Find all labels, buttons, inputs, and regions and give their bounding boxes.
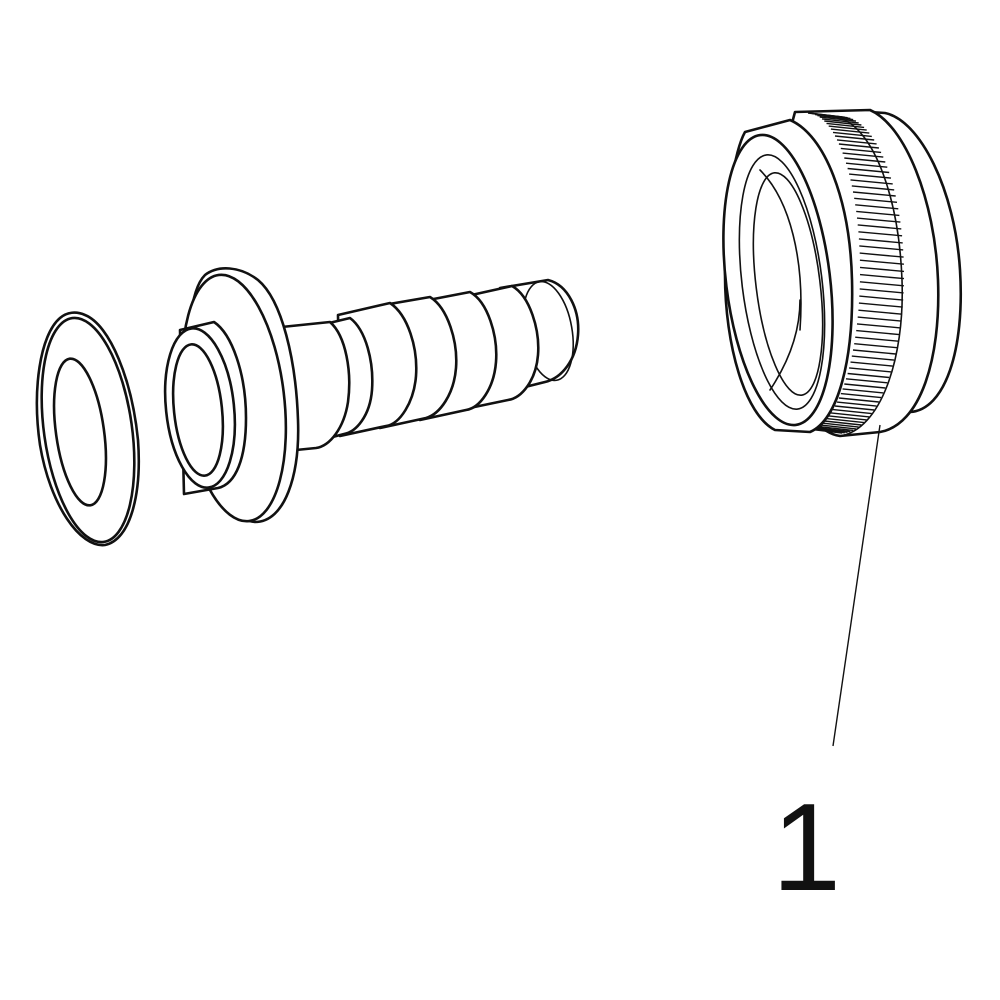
knurl-front-edge bbox=[839, 117, 904, 437]
knurl-line bbox=[859, 281, 904, 287]
knurl-line bbox=[859, 245, 904, 251]
knurl-line bbox=[840, 392, 882, 399]
knurl-line bbox=[838, 397, 879, 403]
spigot-bore bbox=[171, 343, 225, 477]
knurl-line bbox=[844, 383, 886, 389]
knurl-line bbox=[836, 401, 877, 407]
knurl-line bbox=[857, 316, 902, 322]
knurl-line bbox=[830, 412, 870, 418]
callout-number: 1 bbox=[772, 779, 841, 917]
knurl-line bbox=[852, 349, 896, 355]
knurl-line bbox=[858, 309, 903, 315]
knurl-line bbox=[859, 295, 904, 301]
nut-thread-2 bbox=[752, 171, 824, 397]
knurl-line bbox=[859, 266, 905, 273]
knurl-line bbox=[836, 139, 877, 145]
knurl-line bbox=[815, 113, 851, 120]
knurl-line bbox=[852, 191, 896, 197]
knurl-line bbox=[854, 197, 898, 203]
knurl-line bbox=[859, 288, 904, 294]
washer-hole bbox=[52, 357, 108, 507]
knurl-line bbox=[828, 125, 867, 131]
knurl-line bbox=[855, 204, 899, 210]
knurl-line bbox=[854, 343, 898, 349]
knurl-line bbox=[834, 405, 875, 411]
knurl-line bbox=[821, 422, 859, 428]
knurl-line bbox=[856, 217, 901, 223]
knurl-line bbox=[858, 302, 903, 308]
knurl-line bbox=[840, 147, 882, 154]
knurl-line bbox=[851, 185, 895, 191]
knurl-line bbox=[856, 329, 900, 336]
nut-thread-helix bbox=[759, 169, 802, 391]
knurled-union-nut bbox=[722, 108, 962, 438]
knurl-line bbox=[830, 128, 870, 134]
knurl-line bbox=[826, 122, 865, 129]
knurl-line bbox=[819, 116, 857, 122]
knurl-line bbox=[819, 424, 857, 430]
knurl-line bbox=[838, 143, 879, 149]
knurl-line bbox=[817, 114, 854, 121]
callout-1: 1 bbox=[772, 424, 881, 917]
knurl-line bbox=[845, 378, 888, 384]
knurl-line bbox=[859, 252, 904, 258]
knurl-line bbox=[858, 238, 903, 244]
knurl-line bbox=[832, 131, 872, 138]
knurl-line bbox=[842, 388, 884, 394]
knurl-line bbox=[812, 427, 848, 433]
knurl-line bbox=[832, 408, 872, 415]
knurl-line bbox=[856, 323, 901, 329]
knurl-line bbox=[821, 118, 859, 124]
knurl-line bbox=[850, 361, 893, 367]
knurl-line bbox=[849, 367, 892, 373]
knurl-line bbox=[834, 135, 875, 141]
barbed-hose-tail bbox=[163, 267, 580, 524]
nut-face bbox=[722, 133, 834, 427]
knurl-line bbox=[824, 120, 862, 126]
nut-thread-1 bbox=[738, 154, 826, 410]
flat-washer bbox=[35, 311, 140, 547]
knurl-line bbox=[826, 417, 865, 424]
knurl-line bbox=[855, 336, 899, 342]
knurl-line bbox=[858, 231, 903, 237]
knurl-line bbox=[851, 355, 895, 361]
knurl-line bbox=[828, 415, 867, 421]
knurl-line bbox=[824, 420, 862, 426]
knurl-line bbox=[847, 372, 890, 379]
knurl-line bbox=[856, 210, 900, 217]
knurl-line bbox=[857, 224, 902, 230]
callout-leader-line bbox=[832, 424, 881, 747]
knurl-line bbox=[859, 273, 905, 280]
knurl-line bbox=[817, 425, 854, 432]
knurl-line bbox=[859, 259, 904, 265]
knurl-line bbox=[815, 426, 851, 433]
